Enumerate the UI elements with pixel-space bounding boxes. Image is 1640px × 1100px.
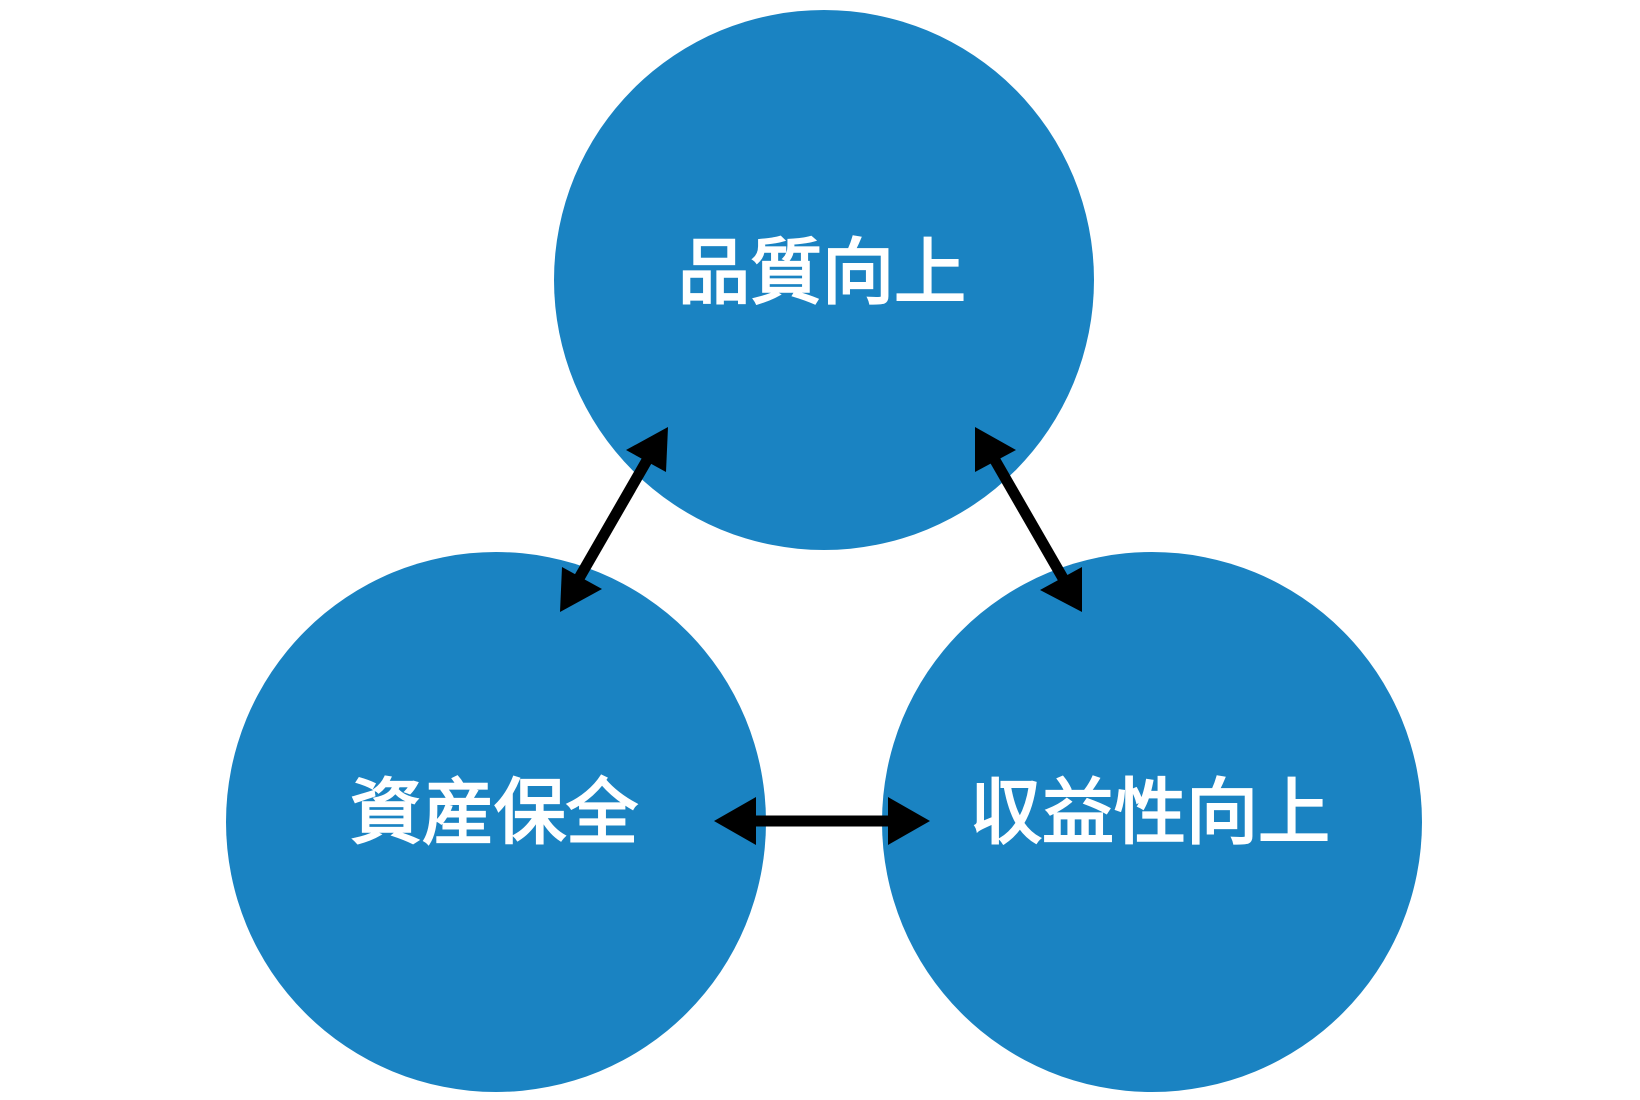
arrow-left-right <box>714 797 930 845</box>
arrow-top-right <box>975 427 1082 612</box>
arrow-top-right-head-top <box>975 427 1016 472</box>
arrow-left-right-head-right <box>888 797 930 845</box>
circle-top <box>554 10 1094 550</box>
arrow-left-right-head-left <box>714 797 756 845</box>
arrow-top-left-shaft <box>573 452 655 583</box>
label-right: 収益性向上 <box>970 770 1330 855</box>
arrow-top-left-head-top <box>626 427 668 472</box>
circle-left <box>226 552 766 1092</box>
arrow-top-right-head-bottom <box>1040 567 1082 612</box>
arrow-top-left-head-bottom <box>560 567 602 612</box>
label-top: 品質向上 <box>678 230 966 315</box>
arrow-top-left <box>560 427 668 612</box>
label-left: 資産保全 <box>350 770 639 855</box>
arrow-top-right-shaft <box>987 452 1069 583</box>
circle-right <box>882 552 1422 1092</box>
